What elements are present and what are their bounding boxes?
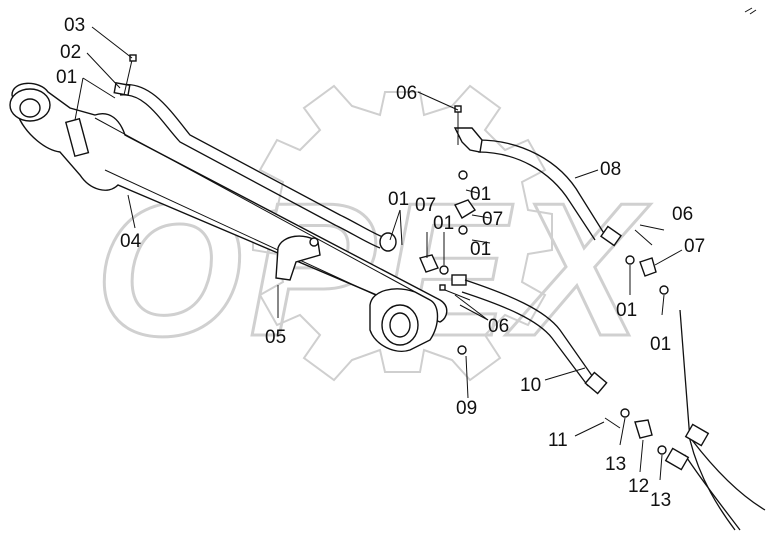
callout-06: 06 — [396, 83, 417, 104]
callout-10: 10 — [520, 375, 541, 396]
callout-01: 01 — [470, 239, 491, 260]
callout-01: 01 — [650, 334, 671, 355]
rod-end-head — [369, 288, 467, 355]
middle-fittings — [419, 254, 471, 301]
callout-06: 06 — [488, 316, 509, 337]
corner-marks — [744, 7, 757, 15]
bolt-03 — [123, 54, 137, 96]
callout-03: 03 — [64, 15, 85, 36]
callout-labels: 03 02 01 04 06 08 01 07 07 01 01 01 05 0… — [56, 15, 705, 511]
hydraulic-cylinder-barrel — [9, 82, 448, 323]
callout-08: 08 — [600, 159, 621, 180]
hose-10 — [461, 279, 608, 395]
leader-lines — [74, 26, 683, 481]
callout-13: 13 — [650, 490, 671, 511]
right-fittings — [625, 229, 669, 295]
hose-08 — [453, 127, 622, 247]
callout-07: 07 — [684, 236, 705, 257]
callout-01: 01 — [56, 67, 77, 88]
callout-09: 09 — [456, 398, 477, 419]
callout-07: 07 — [482, 209, 503, 230]
pipe-clamp — [275, 235, 321, 281]
callout-11: 11 — [548, 430, 568, 451]
callout-01: 01 — [470, 184, 491, 205]
callout-05: 05 — [265, 327, 286, 348]
callout-01: 01 — [616, 300, 637, 321]
callout-06: 06 — [672, 204, 693, 225]
upper-pipe — [113, 82, 397, 252]
callout-02: 02 — [60, 42, 81, 63]
callout-13: 13 — [605, 454, 626, 475]
callout-12: 12 — [628, 476, 649, 497]
callout-01: 01 — [388, 189, 409, 210]
lower-hose — [664, 309, 766, 531]
callout-04: 04 — [120, 231, 142, 252]
callout-01: 01 — [433, 213, 454, 234]
bottom-fittings — [604, 408, 667, 455]
callout-07: 07 — [415, 195, 436, 216]
